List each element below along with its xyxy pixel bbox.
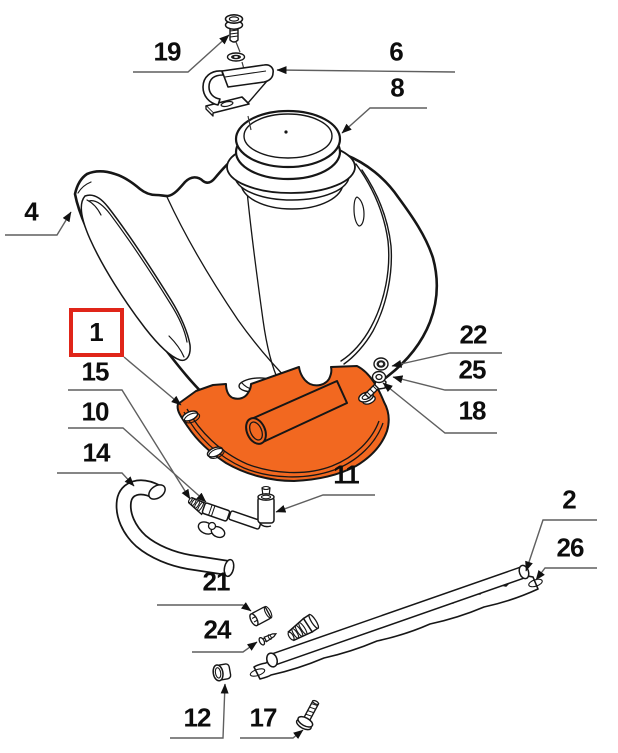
barb-fitting [287,613,320,642]
callout-10: 10 [81,396,110,427]
cotter-clip [258,633,278,646]
tank-side-band [340,163,390,362]
leader-1 [123,356,182,406]
leader-18 [382,382,497,434]
leader-14 [57,472,135,487]
callout-1-highlight-box: 1 [69,308,124,357]
callout-4: 4 [24,196,39,227]
bracket-hook [202,70,224,106]
leader-10 [68,427,207,503]
hose-opening [148,484,166,500]
washer [226,52,246,62]
leader-2 [525,519,597,572]
cap-center-dot [284,130,288,134]
callout-21: 21 [202,566,231,597]
callout-8: 8 [390,72,405,103]
plug-cap [212,663,232,682]
leader-26 [535,567,597,581]
cap-top [234,109,342,169]
bracket-tube [221,64,274,88]
hose [266,564,530,668]
leader-25 [392,375,497,391]
callout-18: 18 [458,395,487,426]
nut [249,605,273,627]
callout-17: 17 [249,702,278,733]
valve-wing-handle [197,521,226,539]
washer-small [371,370,387,384]
valve-outlet-pipe [228,510,262,530]
leader-lines [5,34,597,740]
leader-12 [170,683,229,739]
tank-side-band [343,169,393,365]
callout-2: 2 [562,484,577,515]
filler-cap [226,109,356,210]
leader-22 [391,352,502,368]
leader-6 [276,66,456,75]
leader-11 [275,494,375,513]
callout-25: 25 [458,354,487,385]
leader-8 [341,107,427,134]
tank-body [73,142,439,415]
callout-11: 11 [333,459,359,490]
bracket-slot [220,100,234,108]
drain-valve [187,485,275,539]
leader-21 [157,602,252,612]
callout-12: 12 [183,702,212,733]
flange-screw [224,14,244,43]
screw-head [224,14,244,24]
bent-hose [115,479,235,578]
leader-19 [133,34,230,73]
callout-22: 22 [459,319,488,350]
support-plate [176,365,390,482]
callout-14: 14 [82,437,111,468]
hose-open-end [266,652,278,668]
plate-tube-end [245,417,267,445]
tank-front-crease [166,196,294,386]
tank-side-recess [80,194,191,362]
hose-open-end [223,558,235,578]
screw [295,699,320,731]
callout-24: 24 [203,614,232,645]
valve-body [201,502,231,522]
callout-26: 26 [556,532,585,563]
tank-front-crease [246,190,282,387]
elbow-fitting [257,485,275,528]
leader-17 [240,729,304,740]
clamp-bracket [202,64,274,117]
callout-19: 19 [153,36,182,67]
leader-24 [192,641,258,653]
bolt-and-washers [358,357,389,403]
leader-4 [5,211,72,236]
callout-1: 1 [89,317,104,347]
callout-15: 15 [81,356,110,387]
screw-head [297,715,314,728]
washer-small [373,357,389,371]
callout-6: 6 [389,36,404,67]
leader-15 [68,389,191,500]
